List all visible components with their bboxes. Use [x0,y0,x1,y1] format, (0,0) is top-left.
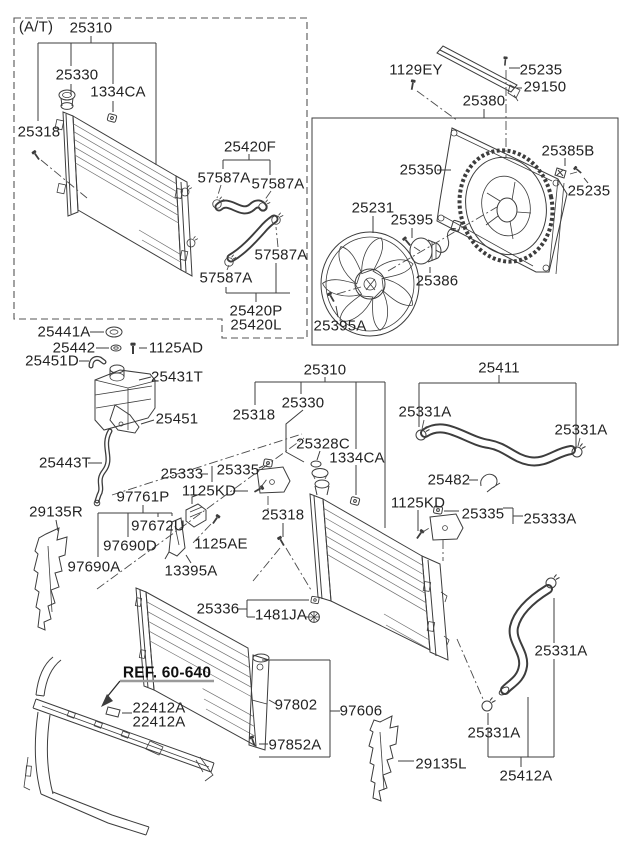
part-label-1129ey: 1129EY [389,61,443,79]
part-label-97606: 97606 [339,702,383,720]
part-label-13395a: 13395A [164,562,218,580]
fan-clip-and-bolts [325,55,584,304]
part-label-57587a: 57587A [251,175,305,193]
part-label-25318: 25318 [17,123,61,141]
condenser-drawing [134,587,257,747]
part-label-25331a: 25331A [467,724,521,742]
part-label-25482: 25482 [427,471,471,489]
transmission-type-note: (A/T) [18,18,54,36]
part-label-1334ca: 1334CA [90,83,146,101]
part-label-25395: 25395 [390,211,434,229]
radiator-mount-bracket-left [252,458,291,495]
part-label-25310: 25310 [69,19,113,37]
part-label-97690d: 97690D [103,537,157,555]
part-label-25330: 25330 [281,394,325,412]
part-label-25412a: 25412A [499,767,553,785]
part-label-25385b: 25385B [541,142,595,160]
part-label-25310: 25310 [303,361,347,379]
drain-plug-parts-1481ja [308,595,320,623]
part-label-1125kd: 1125KD [390,494,446,512]
part-label-57587a: 57587A [199,269,253,287]
part-label-25235: 25235 [567,182,611,200]
part-label-25380: 25380 [462,92,506,110]
centerlines [40,70,581,700]
part-label-1125kd: 1125KD [181,482,237,500]
ref-callout-60-640: REF. 60-640 [122,664,212,682]
part-label-22412a: 22412A [132,713,186,731]
fan-resistor-bracket-drawing [164,493,222,560]
fan-motor-drawing [409,219,462,265]
part-label-25451: 25451 [155,410,199,428]
part-label-25331a: 25331A [554,421,608,439]
leader-lines [37,36,589,767]
radiator-support-frame-drawing [23,656,215,836]
part-label-97852a: 97852A [268,736,322,754]
part-label-25318: 25318 [261,506,305,524]
part-label-25386: 25386 [415,272,459,290]
part-label-97761p: 97761P [116,488,170,506]
receiver-drier-drawing [248,653,270,751]
part-label-25231: 25231 [351,199,395,217]
part-label-97690a: 97690A [67,558,121,576]
part-label-25395a: 25395A [313,317,367,335]
part-label-25441a: 25441A [37,323,91,341]
lower-radiator-hose-drawing [481,574,560,712]
part-label-25442: 25442 [52,339,96,357]
radiator-mount-bracket-right [414,505,464,541]
part-label-1334ca: 1334CA [329,449,385,467]
part-label-25336: 25336 [196,600,240,618]
at-option-dashed-box [13,17,308,339]
part-label-97802: 97802 [274,696,318,714]
ref-callout-arrow [101,679,214,707]
part-label-25420p: 25420P [229,302,283,320]
part-label-25318: 25318 [232,406,276,424]
part-label-25411: 25411 [478,359,520,377]
part-label-25443t: 25443T [38,454,92,472]
part-label-1481ja: 1481JA [254,606,308,624]
part-label-25333a: 25333A [523,510,577,528]
part-label-29135r: 29135R [29,503,83,521]
upper-radiator-hose-drawing [415,423,586,467]
part-label-25431t: 25431T [150,368,204,386]
part-label-22412a: 22412A [132,699,186,717]
part-label-57587a: 57587A [197,169,251,187]
air-guard-left-29135l [368,715,399,802]
cooling-fan-drawing [320,231,420,337]
part-label-1125ad: 1125AD [148,339,204,357]
radiator-at-drawing [54,89,199,277]
part-label-25328c: 25328C [296,435,350,453]
part-label-97672u: 97672U [131,517,185,535]
part-label-25420l: 25420L [230,316,282,334]
part-label-25333: 25333 [160,465,204,483]
air-guard-right-29135r [33,527,68,631]
part-label-25350: 25350 [399,161,443,179]
hose-clip-25482 [480,473,501,493]
oil-cooler-hoses-25420 [212,196,284,267]
part-label-25330: 25330 [55,66,99,84]
part-label-25331a: 25331A [398,403,452,421]
part-label-57587a: 57587A [254,246,308,264]
part-label-29150: 29150 [523,78,567,96]
part-label-25235: 25235 [519,61,563,79]
part-label-25335: 25335 [216,461,260,479]
part-label-25420f: 25420F [223,138,277,156]
part-label-25331a: 25331A [534,642,588,660]
radiator-main-drawing [30,112,450,661]
part-label-1125ae: 1125AE [194,535,248,553]
part-label-25335: 25335 [461,505,505,523]
fan-assembly-box [311,117,619,346]
sensor-plate-22412a [105,706,121,718]
part-label-29135l: 29135L [415,755,467,773]
part-label-25451d: 25451D [25,352,79,370]
reservoir-tank-drawing [88,326,156,507]
